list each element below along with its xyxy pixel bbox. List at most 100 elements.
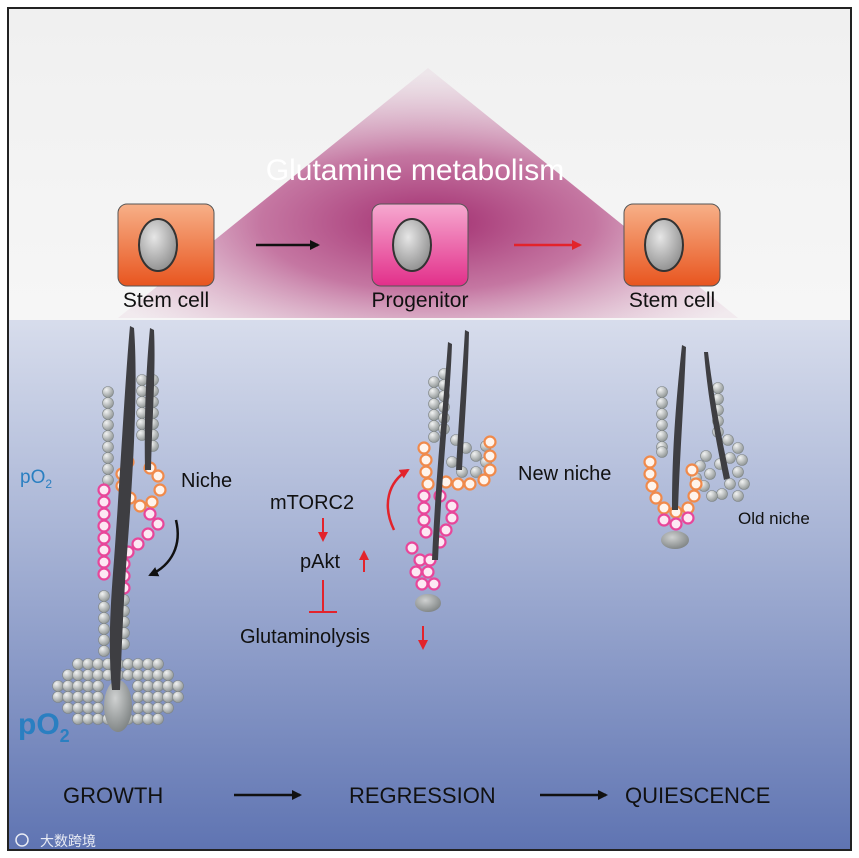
gray-cell-bead [52,680,64,692]
gray-cell-bead [62,702,74,714]
hair-shaft [109,326,136,690]
gray-cell-bead [738,478,750,490]
dermal-papilla [661,531,689,549]
pink-cell-bead [657,513,671,527]
new-niche-label: New niche [518,463,611,485]
gray-cell-bead [142,669,154,681]
orange-cell-bead [483,463,497,477]
gray-cell-bead [152,680,164,692]
nucleus-icon [392,218,432,272]
gray-cell-bead [724,478,736,490]
gray-cell-bead [72,713,84,725]
gray-cell-bead [428,420,440,432]
phase-growth: GROWTH [63,783,163,808]
gray-cell-bead [98,623,110,635]
gray-cell-bead [722,434,734,446]
gray-cell-bead [656,419,668,431]
gray-cell-bead [92,691,104,703]
gray-cell-bead [102,397,114,409]
gray-cell-bead [92,702,104,714]
gray-cell-bead [470,466,482,478]
pink-cell-bead [417,513,431,527]
gray-cell-bead [162,691,174,703]
gray-cell-bead [82,691,94,703]
pink-cell-bead [141,527,155,541]
nucleus-icon [138,218,178,272]
gray-cell-bead [72,680,84,692]
gray-cell-bead [656,397,668,409]
follicle-quiescence [643,345,750,549]
gray-cell-bead [428,431,440,443]
diagram-title: Glutamine metabolism [266,154,564,187]
gray-cell-bead [656,430,668,442]
gray-cell-bead [82,680,94,692]
gray-cell-bead [152,702,164,714]
gray-cell-bead [152,713,164,725]
gray-cell-bead [732,490,744,502]
gray-cell-bead [656,386,668,398]
gray-cell-bead [152,691,164,703]
gray-cell-bead [82,713,94,725]
watermark: 大数跨境 [15,833,96,849]
curved-arrow-icon [386,468,410,531]
pink-cell-bead [439,523,453,537]
nucleus-icon [644,218,684,272]
orange-cell-bead [451,477,465,491]
gray-cell-bead [700,450,712,462]
gray-cell-bead [162,669,174,681]
gray-cell-bead [656,408,668,420]
pink-cell-bead [445,499,459,513]
watermark-logo-icon [15,833,29,847]
gray-cell-bead [142,658,154,670]
gray-cell-bead [736,454,748,466]
orange-cell-bead [649,491,663,505]
gray-cell-bead [142,702,154,714]
dermal-papilla [104,680,132,732]
hair-shaft [672,345,686,510]
pink-cell-bead [97,507,111,521]
pink-cell-bead [97,483,111,497]
orange-cell-bead [687,489,701,503]
gray-cell-bead [92,658,104,670]
gray-cell-bead [122,669,134,681]
gray-cell-bead [428,376,440,388]
orange-cell-bead [151,469,165,483]
hair-shaft [456,330,469,470]
pink-cell-bead [409,565,423,579]
gray-cell-bead [52,691,64,703]
gray-cell-bead [98,612,110,624]
orange-cell-bead [417,441,431,455]
gray-cell-bead [102,419,114,431]
pink-cell-bead [415,577,429,591]
gray-cell-bead [82,658,94,670]
pink-cell-bead [97,495,111,509]
gray-cell-bead [102,386,114,398]
orange-cell-bead [483,449,497,463]
gray-cell-bead [82,702,94,714]
pink-cell-bead [97,543,111,557]
gray-cell-bead [152,669,164,681]
gray-cell-bead [142,680,154,692]
phase-quiescence: QUIESCENCE [625,783,770,808]
mtorc2-label: mTORC2 [270,492,354,514]
gray-cell-bead [98,645,110,657]
metabolism-triangle [118,68,738,318]
gray-cell-bead [72,658,84,670]
gray-cell-bead [72,702,84,714]
gray-cell-bead [102,463,114,475]
gray-cell-bead [82,669,94,681]
watermark-text: 大数跨境 [40,833,96,849]
gray-cell-bead [162,702,174,714]
gray-cell-bead [704,468,716,480]
hair-shaft [432,342,452,560]
orange-cell-bead [483,435,497,449]
follicle-growth [52,326,184,732]
gray-cell-bead [92,713,104,725]
glutaminolysis-label: Glutaminolysis [240,626,370,648]
hair-shaft [704,352,730,480]
gray-cell-bead [102,441,114,453]
niche-label: Niche [181,470,232,492]
orange-cell-bead [419,465,433,479]
